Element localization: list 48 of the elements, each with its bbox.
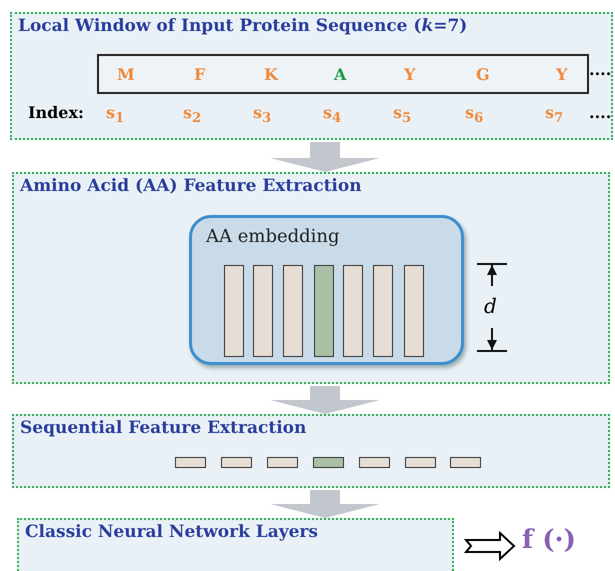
embedding-label: AA embedding bbox=[206, 226, 340, 247]
index-symbol: s$_{4}$ bbox=[323, 103, 342, 126]
index-symbol: s$_{1}$ bbox=[106, 103, 124, 126]
feature-vector-bar bbox=[267, 457, 298, 468]
block-arrow bbox=[270, 386, 380, 414]
feature-vector-bar bbox=[314, 265, 334, 357]
index-symbol: s$_{5}$ bbox=[393, 103, 412, 126]
ellipsis: .... bbox=[589, 60, 612, 79]
section-panel bbox=[12, 414, 610, 488]
index-symbol: s$_{6}$ bbox=[465, 103, 484, 126]
section-panel bbox=[12, 172, 610, 384]
row-label: Index: bbox=[28, 103, 84, 122]
hollow-arrow bbox=[464, 530, 516, 562]
section-title: Classic Neural Network Layers bbox=[25, 522, 318, 542]
feature-vector-bar bbox=[175, 457, 206, 468]
amino-acid-letter: M bbox=[117, 65, 135, 84]
amino-acid-letter: F bbox=[194, 65, 206, 84]
embedding-box bbox=[189, 215, 464, 365]
feature-vector-bar bbox=[253, 265, 273, 357]
dimension-label: d bbox=[484, 294, 497, 318]
feature-vector-bar bbox=[313, 457, 344, 468]
feature-vector-bar bbox=[343, 265, 363, 357]
amino-acid-letter: K bbox=[264, 65, 278, 84]
block-arrow bbox=[270, 490, 380, 518]
index-symbol: s$_{3}$ bbox=[253, 103, 272, 126]
feature-vector-bar bbox=[404, 265, 424, 357]
feature-vector-bar bbox=[283, 265, 303, 357]
feature-vector-bar bbox=[450, 457, 481, 468]
ellipsis: .... bbox=[589, 103, 612, 122]
feature-vector-bar bbox=[359, 457, 390, 468]
block-arrow bbox=[270, 142, 380, 172]
feature-vector-bar bbox=[405, 457, 436, 468]
index-symbol: s$_{2}$ bbox=[183, 103, 202, 126]
amino-acid-letter: G bbox=[476, 65, 490, 84]
section-panel bbox=[17, 518, 454, 571]
sequence-window-box bbox=[97, 54, 589, 94]
section-title: Local Window of Input Protein Sequence (k=7) bbox=[18, 16, 468, 36]
index-symbol: s$_{7}$ bbox=[545, 103, 564, 126]
amino-acid-letter: Y bbox=[556, 65, 568, 84]
section-panel bbox=[10, 12, 613, 140]
amino-acid-letter: A bbox=[334, 65, 346, 84]
section-title: Sequential Feature Extraction bbox=[20, 418, 306, 438]
amino-acid-letter: Y bbox=[404, 65, 416, 84]
section-title: Amino Acid (AA) Feature Extraction bbox=[20, 176, 362, 196]
function-symbol: f (·) bbox=[522, 525, 592, 563]
feature-vector-bar bbox=[373, 265, 393, 357]
feature-vector-bar bbox=[221, 457, 252, 468]
feature-vector-bar bbox=[224, 265, 244, 357]
